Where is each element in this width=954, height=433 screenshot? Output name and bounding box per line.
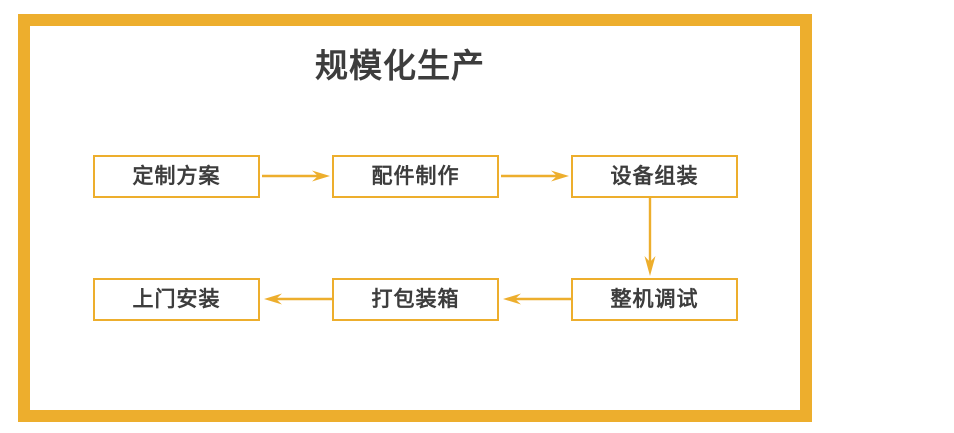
flow-node-custom-plan[interactable]: 定制方案: [93, 155, 260, 198]
flow-node-onsite-installation[interactable]: 上门安装: [93, 278, 260, 321]
page-title: 规模化生产: [315, 46, 485, 85]
outer-frame: [18, 14, 812, 422]
arrow-down-icon-assembly-to-commissioning: [644, 198, 656, 276]
arrow-left-icon-commissioning-to-packing: [503, 293, 571, 305]
flow-node-packing-crating[interactable]: 打包装箱: [332, 278, 499, 321]
flow-node-parts-fabrication[interactable]: 配件制作: [332, 155, 499, 198]
arrow-right-icon-plan-to-parts: [262, 170, 330, 182]
flow-node-machine-commissioning[interactable]: 整机调试: [571, 278, 738, 321]
flow-node-equipment-assembly[interactable]: 设备组装: [571, 155, 738, 198]
arrow-left-icon-packing-to-installation: [264, 293, 332, 305]
arrow-right-icon-parts-to-assembly: [501, 170, 569, 182]
